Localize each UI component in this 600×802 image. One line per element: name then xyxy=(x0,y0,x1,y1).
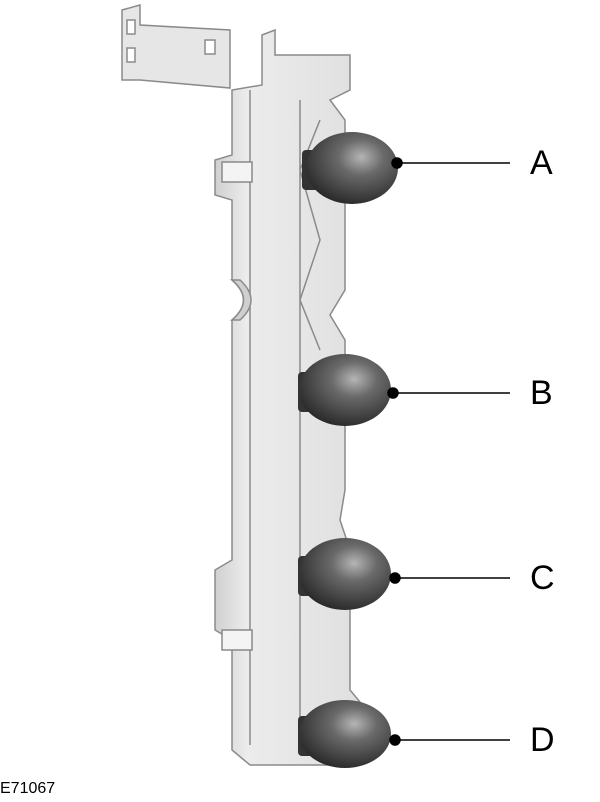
bulb-d xyxy=(298,700,391,768)
bulb-b xyxy=(298,354,391,426)
callout-b-label: B xyxy=(530,374,553,412)
callout-a-label: A xyxy=(530,144,553,182)
mounting-bracket xyxy=(121,4,231,89)
figure-reference-code: E71067 xyxy=(0,780,56,797)
bulb-c xyxy=(298,538,391,610)
bulb-a xyxy=(302,132,398,204)
callout-c-label: C xyxy=(530,559,555,597)
leader-lines xyxy=(387,157,510,746)
callout-d-label: D xyxy=(530,721,555,759)
